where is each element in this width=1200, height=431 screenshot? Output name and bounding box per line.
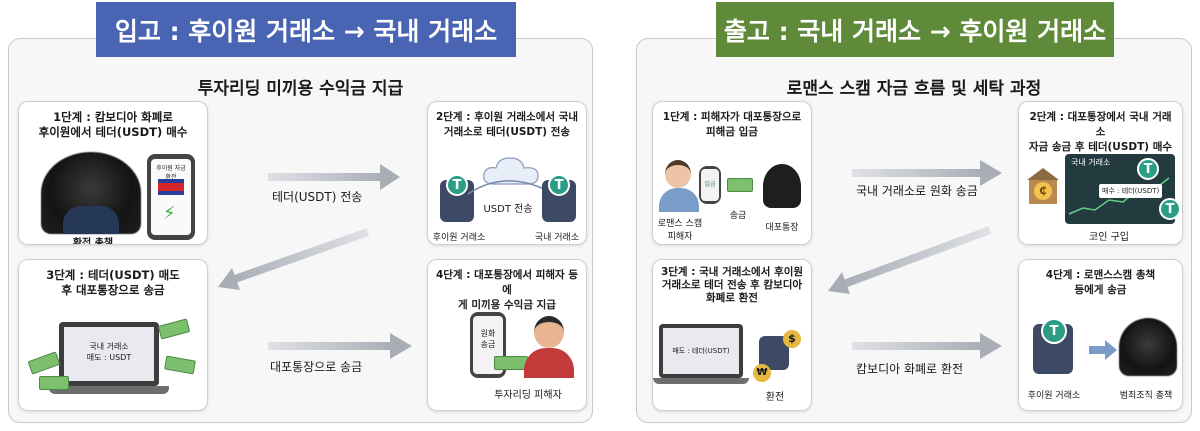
right-step-1-caption-account: 대포통장 (765, 223, 799, 233)
thief-icon (763, 164, 801, 208)
right-step-3-title: 3단계 : 국내 거래소에서 후이원 거래소로 테더 전송 후 캄보디아 화폐로… (660, 266, 804, 304)
right-arrow-3-label: 캄보디아 화폐로 환전 (856, 362, 963, 376)
phone-screen-text: 입금 (704, 181, 716, 188)
right-step-2-title: 2단계 : 대포통장에서 국내 거래소 자금 송금 후 테더(USDT) 매수 (1028, 111, 1173, 153)
right-step-1-card: 1단계 : 피해자가 대포통장으로 피해금 입금 입금 로맨스 스캠 피해자 송… (652, 101, 812, 245)
left-step-3-title: 3단계 : 테더(USDT) 매도 후 대포통장으로 송금 (46, 268, 180, 297)
tether-coin-icon: T (548, 174, 570, 196)
laptop-screen-text: 매도 : 테더(USDT) (672, 347, 730, 355)
person-head-icon (534, 316, 564, 348)
right-step-1-caption-cash: 송금 (729, 211, 747, 221)
right-step-3-caption: 환전 (765, 392, 785, 403)
cash-icon (164, 355, 196, 375)
laptop-screen-text: 국내 거래소 매도 : USDT (86, 342, 132, 362)
tether-coin-icon: T (1041, 318, 1067, 344)
tether-coin-icon: T (1137, 158, 1159, 180)
tether-coin-icon: T (446, 174, 468, 196)
phone-screen-text: 후이원 자금 환전 (156, 165, 186, 181)
laptop-icon: 매도 : 테더(USDT) (659, 324, 743, 378)
cloud-icon (483, 157, 539, 185)
right-arrow-1-label: 국내 거래소로 원화 송금 (856, 184, 978, 198)
left-step-2-card: 2단계 : 후이원 거래소에서 국내 거래소로 테더(USDT) 전송 T US… (427, 101, 587, 245)
right-step-4-caption-from: 후이원 거래소 (1027, 391, 1081, 401)
phone-screen-text: 원화 송금 (480, 329, 496, 349)
left-step-2-title: 2단계 : 후이원 거래소에서 국내 거래소로 테더(USDT) 전송 (435, 111, 579, 138)
right-subtitle: 로맨스 스캠 자금 흐름 및 세탁 과정 (786, 79, 1042, 99)
left-banner: 입고 : 후이원 거래소 → 국내 거래소 (96, 2, 516, 57)
cash-icon (494, 356, 528, 370)
victim-head-icon (665, 160, 691, 188)
cloud-flow-arrow (467, 180, 552, 195)
exchange-screen: 국내 거래소 매수 : 테더(USDT) (1065, 154, 1175, 224)
dollar-coin-icon: $ (783, 330, 801, 348)
boss-figure-icon (1119, 318, 1177, 376)
right-step-2-card: 2단계 : 대포통장에서 국내 거래소 자금 송금 후 테더(USDT) 매수 … (1018, 101, 1183, 245)
exchange-screen-text: 매수 : 테더(USDT) (1099, 184, 1163, 198)
right-step-4-card: 4단계 : 로맨스스캠 총책 등에게 송금 T 후이원 거래소 범죄조직 총책 (1018, 259, 1183, 411)
phone-icon: 후이원 자금 환전 ⚡ (147, 154, 195, 240)
left-step-2-caption-from: 후이원 거래소 (432, 233, 486, 243)
left-subtitle: 투자리딩 미끼용 수익금 지급 (197, 79, 404, 99)
victim-body-icon (659, 188, 699, 212)
cash-icon (27, 351, 61, 375)
right-step-1-title: 1단계 : 피해자가 대포통장으로 피해금 입금 (662, 111, 802, 138)
laptop-base (653, 378, 749, 384)
cambodia-flag-icon (158, 179, 184, 195)
laptop-icon: 국내 거래소 매도 : USDT (59, 322, 159, 386)
right-banner: 출고 : 국내 거래소 → 후이원 거래소 (716, 2, 1114, 57)
cash-icon (157, 318, 191, 340)
phone-icon: 입금 (699, 166, 721, 204)
cash-icon (727, 178, 753, 192)
left-step-4-caption: 투자리딩 피해자 (494, 390, 562, 401)
left-step-1-title: 1단계 : 캄보디아 화폐로 후이원에서 테더(USDT) 매수 (38, 110, 188, 139)
bank-coin-icon: ₵ (1034, 182, 1052, 200)
right-step-4-title: 4단계 : 로맨스스캠 총책 등에게 송금 (1045, 269, 1156, 296)
bank-icon: ₵ (1027, 168, 1059, 208)
cash-icon (39, 376, 69, 390)
right-step-4-caption-to: 범죄조직 총책 (1119, 391, 1173, 401)
exchange-screen-header: 국내 거래소 (1071, 158, 1111, 167)
right-step-1-caption-victim: 로맨스 스캠 피해자 (657, 219, 703, 242)
tether-coin-icon: T (1159, 198, 1181, 220)
right-step-3-card: 3단계 : 국내 거래소에서 후이원 거래소로 테더 전송 후 캄보디아 화폐로… (652, 259, 812, 411)
person-body-icon (524, 348, 574, 378)
suit-icon (63, 206, 119, 234)
left-step-4-card: 4단계 : 대포통장에서 피해자 등에 게 미끼용 수익금 지급 원화 송금 투… (427, 259, 587, 411)
left-step-4-title: 4단계 : 대포통장에서 피해자 등에 게 미끼용 수익금 지급 (435, 269, 579, 311)
left-step-3-card: 3단계 : 테더(USDT) 매도 후 대포통장으로 송금 국내 거래소 매도 … (18, 259, 208, 411)
left-step-2-caption-to: 국내 거래소 (534, 233, 580, 243)
usdt-transfer-label: USDT 전송 (483, 204, 533, 215)
left-arrow-1-label: 테더(USDT) 전송 (272, 190, 363, 204)
left-step-1-caption: 환전 총책 (72, 238, 114, 245)
transfer-arrow-icon (1089, 340, 1117, 360)
left-arrow-3-label: 대포통장으로 송금 (270, 360, 363, 374)
won-coin-icon: ₩ (753, 364, 771, 382)
lightning-icon: ⚡ (163, 203, 176, 224)
laptop-base (49, 386, 169, 394)
left-step-1-card: 1단계 : 캄보디아 화폐로 후이원에서 테더(USDT) 매수 후이원 자금 … (18, 101, 208, 245)
right-step-2-caption: 코인 구입 (1089, 232, 1129, 243)
